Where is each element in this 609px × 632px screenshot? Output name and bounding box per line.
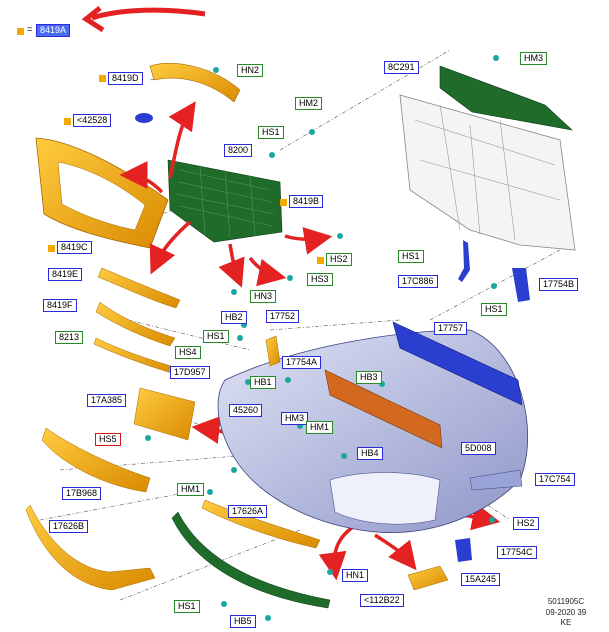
part-8C291	[439, 65, 573, 131]
label-17752[interactable]: 17752	[266, 310, 300, 323]
part-17754C	[455, 538, 472, 562]
label-HM2[interactable]: HM2	[295, 97, 323, 110]
label-45260[interactable]: 45260	[229, 404, 263, 417]
label-17754A[interactable]: 17754A	[282, 356, 322, 369]
part-15A245	[407, 565, 449, 591]
part-17A385	[133, 387, 196, 441]
part-8419F	[95, 301, 176, 347]
legend-equals: =	[27, 24, 33, 34]
swatch-42528	[64, 118, 71, 125]
label-8419C[interactable]: 8419C	[57, 241, 92, 254]
label-HB4[interactable]: HB4	[357, 447, 383, 460]
label-17A385[interactable]: 17A385	[87, 394, 127, 407]
label-HS3[interactable]: HS3	[307, 273, 333, 286]
label-17626A[interactable]: 17626A	[228, 505, 268, 518]
label-17626B[interactable]: 17626B	[49, 520, 89, 533]
label-HS5[interactable]: HS5	[95, 433, 121, 446]
label-17B968[interactable]: 17B968	[62, 487, 102, 500]
label-HM3-b[interactable]: HM3	[520, 52, 548, 65]
label-HN2[interactable]: HN2	[237, 64, 264, 77]
swatch-8419D	[99, 75, 106, 82]
label-15A245[interactable]: 15A245	[461, 573, 501, 586]
label-8419D[interactable]: 8419D	[108, 72, 143, 85]
part-8200	[167, 159, 283, 243]
label-17C886[interactable]: 17C886	[398, 275, 438, 288]
label-HB1-a[interactable]: HB1	[250, 376, 276, 389]
legend-code[interactable]: 8419A	[36, 24, 71, 37]
label-HS1-b[interactable]: HS1	[203, 330, 229, 343]
label-HS2-b[interactable]: HS2	[513, 517, 539, 530]
part-42528	[135, 113, 153, 123]
label-17C754[interactable]: 17C754	[535, 473, 575, 486]
part-17C886	[458, 240, 470, 282]
part-5D008	[324, 369, 443, 449]
footer-initials: KE	[560, 618, 572, 627]
label-HB5[interactable]: HB5	[230, 615, 256, 628]
part-8419D	[149, 63, 241, 103]
label-HB3[interactable]: HB3	[356, 371, 382, 384]
footer-code: 5011905C	[547, 597, 585, 606]
swatch-HS2	[317, 257, 324, 264]
part-112B22	[171, 511, 331, 609]
label-HS2-a[interactable]: HS2	[326, 253, 352, 266]
label-HS1-e[interactable]: HS1	[174, 600, 200, 613]
label-HM1-b[interactable]: HM1	[177, 483, 205, 496]
label-HM1-a[interactable]: HM1	[306, 421, 334, 434]
legend-swatch	[17, 28, 24, 35]
part-17752	[265, 335, 281, 367]
label-17754C[interactable]: 17754C	[497, 546, 537, 559]
part-17C754	[469, 469, 523, 491]
label-5D008[interactable]: 5D008	[461, 442, 496, 455]
part-17754B	[512, 268, 530, 302]
label-8200[interactable]: 8200	[224, 144, 253, 157]
part-17626B	[25, 504, 156, 591]
label-8419E[interactable]: 8419E	[48, 268, 83, 281]
label-8419F[interactable]: 8419F	[43, 299, 77, 312]
footer-date: 09-2020 39	[545, 608, 587, 617]
label-17754B[interactable]: 17754B	[539, 278, 579, 291]
label-HN3[interactable]: HN3	[250, 290, 277, 303]
label-8C291[interactable]: 8C291	[384, 61, 419, 74]
label-HS1-c[interactable]: HS1	[398, 250, 424, 263]
part-17757	[392, 321, 523, 406]
label-HN1[interactable]: HN1	[342, 569, 369, 582]
swatch-8419B	[280, 199, 287, 206]
highlight-arrow	[91, 7, 206, 21]
label-HS1-a[interactable]: HS1	[258, 126, 284, 139]
label-8213[interactable]: 8213	[55, 331, 84, 344]
label-8419B[interactable]: 8419B	[289, 195, 324, 208]
part-17B968	[41, 427, 151, 493]
label-17757[interactable]: 17757	[434, 322, 468, 335]
label-HS1-d[interactable]: HS1	[481, 303, 507, 316]
part-8419E	[97, 267, 181, 309]
label-HB2[interactable]: HB2	[221, 311, 247, 324]
label-112B22[interactable]: <112B22	[360, 594, 404, 607]
label-42528[interactable]: <42528	[73, 114, 112, 127]
label-HM3[interactable]: HM3	[281, 412, 309, 425]
swatch-8419C	[48, 245, 55, 252]
label-HS4[interactable]: HS4	[175, 346, 201, 359]
label-17D957[interactable]: 17D957	[170, 366, 210, 379]
part-radiator-support	[399, 94, 576, 251]
